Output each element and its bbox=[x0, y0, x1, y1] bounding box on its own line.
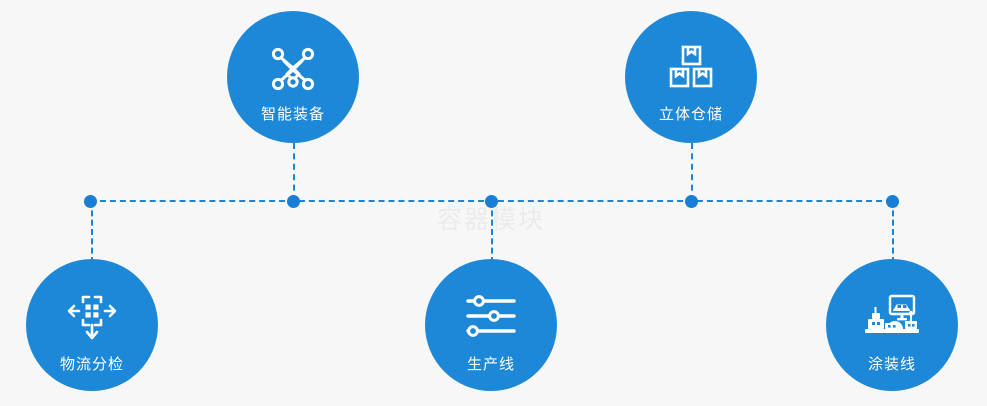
bubble-warehouse[interactable]: 立体仓储 bbox=[625, 11, 757, 143]
bubble-label-paint-line: 涂装线 bbox=[867, 355, 916, 373]
bubble-label-logistics-sorting: 物流分检 bbox=[59, 355, 124, 373]
sliders-icon bbox=[463, 285, 519, 347]
branch-smart-equipment bbox=[293, 143, 295, 201]
branch-paint-line bbox=[892, 201, 894, 263]
node-production-line[interactable] bbox=[484, 194, 498, 208]
bubble-production-line[interactable]: 生产线 bbox=[425, 259, 557, 391]
node-paint-line[interactable] bbox=[885, 194, 899, 208]
bubble-smart-equipment[interactable]: 智能装备 bbox=[227, 11, 359, 143]
watermark-text: 容器模块 bbox=[437, 205, 546, 234]
node-logistics[interactable] bbox=[83, 194, 97, 208]
bubble-logistics-sorting[interactable]: 物流分检 bbox=[26, 259, 158, 391]
branch-warehouse bbox=[691, 143, 693, 201]
branch-logistics-sorting bbox=[91, 201, 93, 263]
bubble-label-production-line: 生产线 bbox=[466, 355, 515, 373]
bubble-label-smart-equipment: 智能装备 bbox=[260, 105, 325, 123]
branch-production-line bbox=[491, 201, 493, 263]
stacked-boxes-icon bbox=[666, 37, 716, 99]
bubble-paint-line[interactable]: 涂装线 bbox=[826, 259, 958, 391]
paint-booth-icon bbox=[861, 285, 923, 347]
bubble-label-warehouse: 立体仓储 bbox=[658, 105, 723, 123]
node-warehouse[interactable] bbox=[684, 194, 698, 208]
network-nodes-icon bbox=[267, 37, 319, 99]
sorting-scan-icon bbox=[65, 285, 119, 347]
node-smart-equipment[interactable] bbox=[286, 194, 300, 208]
